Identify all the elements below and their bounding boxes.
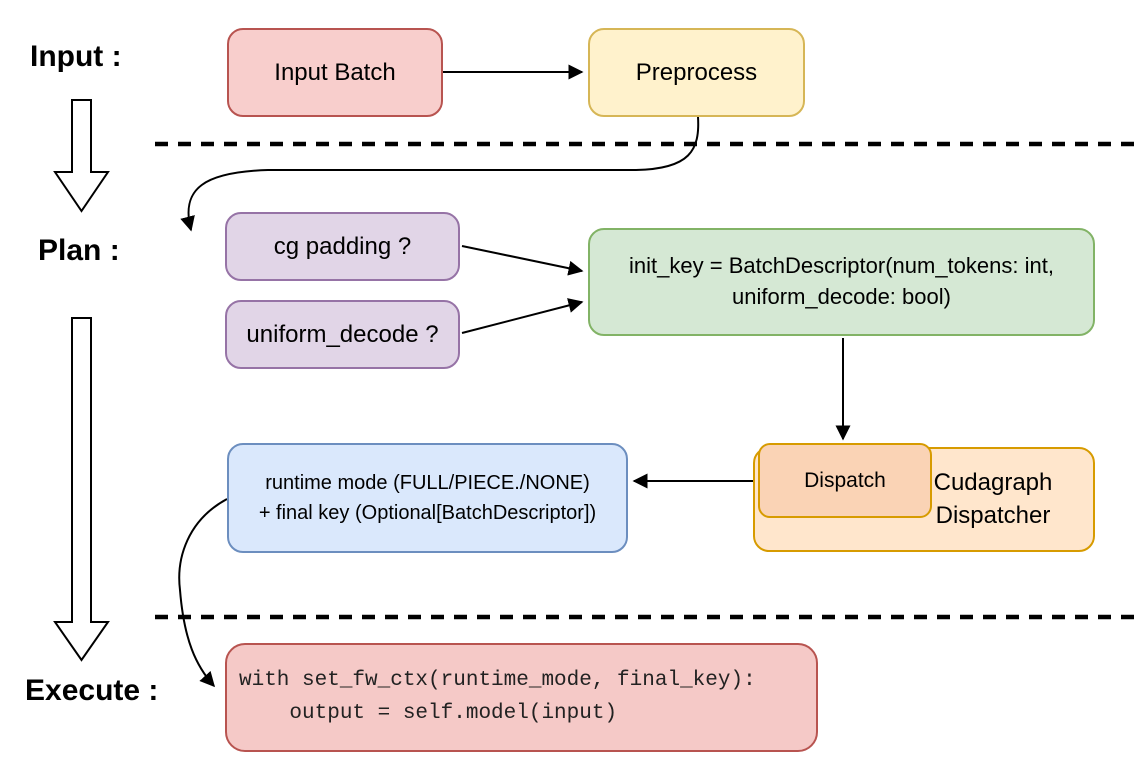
uniform-decode-label: uniform_decode ? <box>246 320 439 348</box>
dispatch-node: Dispatch <box>758 443 932 518</box>
cudagraph-dispatcher-line1: Cudagraph <box>933 469 1053 497</box>
init-key-node: init_key = BatchDescriptor(num_tokens: i… <box>588 228 1095 336</box>
cg-padding-node: cg padding ? <box>225 212 460 281</box>
runtime-mode-node: runtime mode (FULL/PIECE./NONE) + final … <box>227 443 628 553</box>
flow-arrow-plan-to-execute <box>53 317 110 662</box>
cg-padding-label: cg padding ? <box>273 232 412 260</box>
execute-code-line1: with set_fw_ctx(runtime_mode, final_key)… <box>239 668 756 692</box>
arrow-uniform-decode-to-init-key <box>461 298 584 334</box>
execute-phase-label: Execute : <box>25 674 159 707</box>
flow-arrow-input-to-plan <box>53 99 110 213</box>
preprocess-label: Preprocess <box>635 58 758 86</box>
execute-code-line2: output = self.model(input) <box>239 701 618 725</box>
input-phase-label: Input : <box>30 40 122 73</box>
input-batch-node: Input Batch <box>227 28 443 117</box>
dispatch-label: Dispatch <box>804 468 886 492</box>
runtime-mode-line1: runtime mode (FULL/PIECE./NONE) <box>265 472 590 494</box>
plan-phase-label: Plan : <box>38 234 120 267</box>
arrow-preprocess-to-cg-padding <box>180 116 700 232</box>
input-batch-label: Input Batch <box>274 58 396 86</box>
init-key-line2: uniform_decode: bool) <box>732 284 951 309</box>
init-key-line1: init_key = BatchDescriptor(num_tokens: i… <box>629 253 1054 279</box>
arrow-cg-padding-to-init-key <box>461 245 584 276</box>
preprocess-node: Preprocess <box>588 28 805 117</box>
cudagraph-dispatcher-line2: Dispatcher <box>935 501 1051 529</box>
runtime-mode-line2: + final key (Optional[BatchDescriptor]) <box>258 502 597 524</box>
arrow-runtime-mode-to-execute-code <box>178 498 228 688</box>
uniform-decode-node: uniform_decode ? <box>225 300 460 369</box>
execute-code-node: with set_fw_ctx(runtime_mode, final_key)… <box>225 643 818 752</box>
